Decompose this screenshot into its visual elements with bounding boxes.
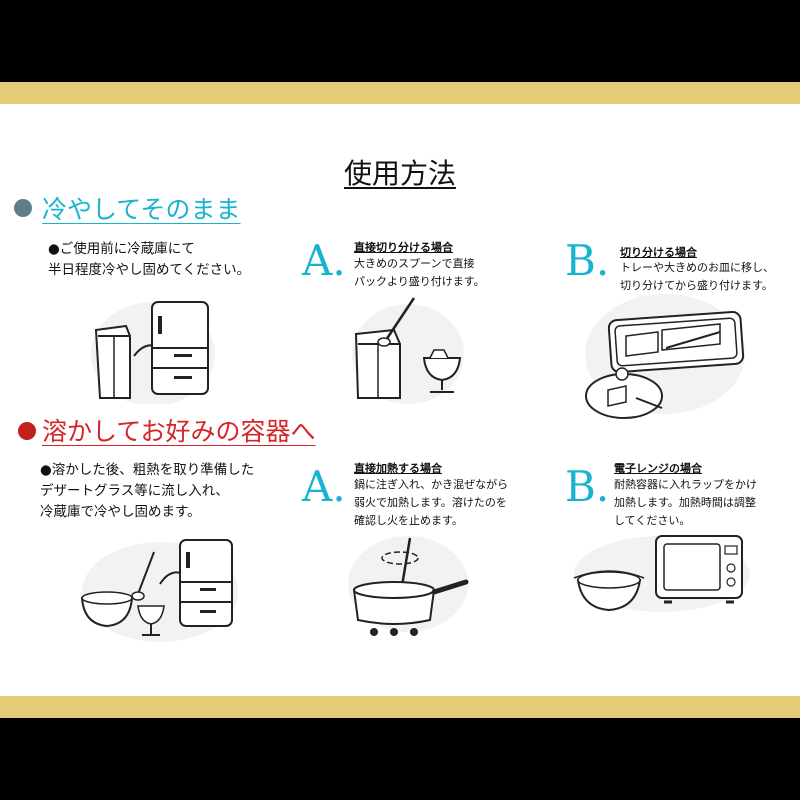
instruction-page: 使用方法 冷やしてそのまま ●ご使用前に冷蔵庫にて 半日程度冷やし固めてください… <box>0 82 800 718</box>
page-title: 使用方法 <box>0 152 800 192</box>
section2-a-heading: 直接加熱する場合 <box>354 462 442 475</box>
section1-gray-dot-icon <box>14 199 32 217</box>
section2-a-letter: A. <box>302 462 346 511</box>
tray-and-plate-illustration <box>582 292 748 422</box>
tray-and-plate-svg <box>585 294 745 419</box>
page-title-text: 使用方法 <box>343 157 456 190</box>
section1-heading: 冷やしてそのまま <box>42 195 241 224</box>
pour-and-chill-illustration <box>80 534 240 644</box>
pot-on-stove-illustration <box>346 534 470 638</box>
microwave-illustration <box>572 534 752 614</box>
section2-b-body: 耐熱容器に入れラップをかけ 加熱します。加熱時間は調整 してください。 <box>614 478 757 527</box>
microwave-svg <box>573 535 750 612</box>
section1-a-letter: A. <box>302 236 346 285</box>
section2-b-heading: 電子レンジの場合 <box>614 462 702 475</box>
bottom-gold-band <box>0 696 800 718</box>
section1-bullet-text: ●ご使用前に冷蔵庫にて 半日程度冷やし固めてください。 <box>48 241 251 278</box>
pot-on-stove-svg <box>348 536 469 636</box>
pack-to-fridge-illustration <box>88 294 218 404</box>
section2-b-letter: B. <box>565 462 610 511</box>
section1-b-letter: B. <box>565 236 610 285</box>
section1-a-body: 大きめのスプーンで直接 パックより盛り付けます。 <box>354 257 485 288</box>
spoon-from-pack-illustration <box>348 294 468 404</box>
pour-and-chill-svg <box>80 539 238 642</box>
pack-to-fridge-svg <box>91 301 215 404</box>
section1-a-heading: 直接切り分ける場合 <box>354 241 453 254</box>
section1-b-body: トレーや大きめのお皿に移し、 切り分けてから盛り付けます。 <box>620 261 774 292</box>
spoon-from-pack-svg <box>352 297 464 404</box>
top-gold-band <box>0 82 800 104</box>
section2-bullet-text: ●溶かした後、粗熱を取り準備した デザートグラス等に流し入れ、 冷蔵庫で冷やし固… <box>40 462 255 520</box>
section2-heading: 溶かしてお好みの容器へ <box>42 417 316 446</box>
section2-a-body: 鍋に注ぎ入れ、かき混ぜながら 弱火で加熱します。溶けたのを 確認し火を止めます。 <box>354 478 509 527</box>
section2-red-dot-icon <box>18 422 36 440</box>
section1-b-heading: 切り分ける場合 <box>620 246 697 259</box>
